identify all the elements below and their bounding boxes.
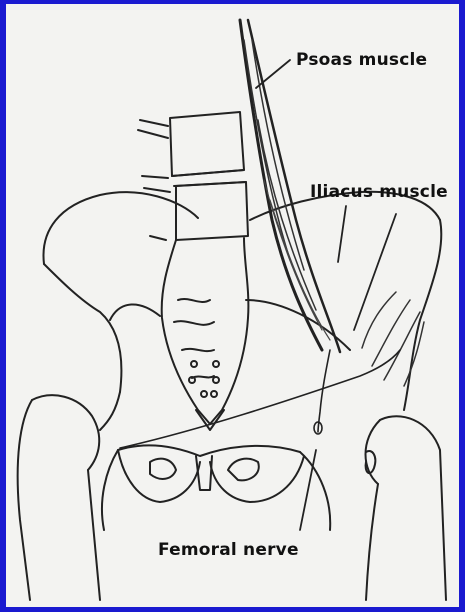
pubis xyxy=(102,445,330,530)
pointer-iliacus-a xyxy=(338,206,346,262)
left-femur xyxy=(18,395,100,600)
label-psoas-muscle: Psoas muscle xyxy=(296,50,427,70)
inguinal-ligament xyxy=(120,350,400,448)
label-iliacus-muscle: Iliacus muscle xyxy=(310,182,448,202)
label-femoral-nerve: Femoral nerve xyxy=(158,540,299,560)
right-femur xyxy=(366,416,447,600)
sacrum xyxy=(162,238,249,430)
left-ilium xyxy=(43,192,198,430)
anatomy-illustration: Psoas muscle Iliacus muscle Femoral nerv… xyxy=(6,4,459,607)
pelvis-drawing xyxy=(6,4,459,607)
femoral-nerve xyxy=(314,350,330,434)
lumbar-vertebrae xyxy=(138,112,248,240)
pointer-iliacus-b xyxy=(354,214,396,330)
